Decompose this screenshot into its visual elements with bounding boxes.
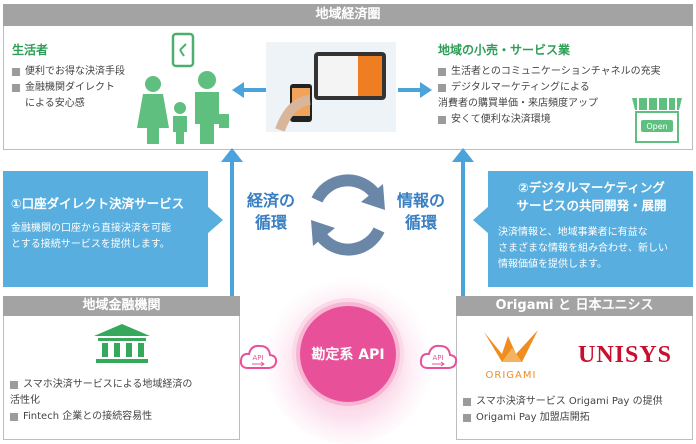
consumer-benefit-item: 便利でお得な決済手段: [12, 64, 152, 80]
right-box-pointer: [473, 206, 489, 234]
api-cloud-right-icon: API: [419, 344, 458, 369]
retail-benefits-list: 生活者とのコミュニケーションチャネルの充実 デジタルマーケティングによる 消費者…: [438, 64, 688, 128]
partners-service-item: Origami Pay 加盟店開拓: [463, 410, 691, 426]
digital-marketing-service-title-1: ②デジタルマーケティング: [518, 180, 665, 195]
bank-benefits-list: スマホ決済サービスによる地域経済の 活性化 Fintech 企業との接続容易性: [10, 377, 238, 425]
arrow-right-to-retail: [398, 82, 432, 98]
shop-open-sign: Open: [646, 122, 667, 131]
consumer-benefit-item-cont: による安心感: [25, 98, 85, 109]
information-cycle-label: 情報の循環: [396, 191, 445, 232]
digital-marketing-service-desc-2: さまざまな情報を組み合わせ、新しい: [498, 243, 668, 254]
svg-text:API: API: [432, 354, 443, 362]
digital-marketing-service-desc-1: 決済情報と、地域事業者に有益な: [498, 227, 648, 238]
digital-marketing-service-desc-3: 情報価値を提供します。: [498, 259, 607, 270]
partners-services-list: スマホ決済サービス Origami Pay の提供 Origami Pay 加盟…: [463, 394, 691, 426]
direct-payment-service-desc-1: 金融機関の口座から直接決済を可能: [11, 223, 171, 234]
arrow-up-left: [221, 148, 243, 296]
cycle-arrows-icon: [311, 174, 385, 256]
retail-benefit-item: 生活者とのコミュニケーションチャネルの充実: [438, 64, 688, 80]
regional-bank-header: 地域金融機関: [3, 296, 240, 316]
bank-benefit-item-cont: 活性化: [10, 395, 40, 406]
regional-economy-header: 地域経済圏: [3, 4, 693, 26]
core-banking-api-label: 勘定系 API: [311, 347, 385, 363]
partners-region: [456, 296, 693, 440]
arrow-up-right: [452, 148, 474, 296]
core-banking-api-circle: 勘定系 API: [296, 302, 400, 406]
api-cloud-left-icon: API: [239, 344, 278, 369]
arrow-left-to-consumer: [232, 82, 266, 98]
retail-benefit-item: デジタルマーケティングによる: [438, 80, 688, 96]
digital-marketing-service-box: ②デジタルマーケティング サービスの共同開発・展開 決済情報と、地域事業者に有益…: [488, 171, 693, 287]
smartphone-payment-photo: [266, 42, 396, 132]
origami-logo-icon: ORIGAMI: [484, 330, 538, 380]
consumer-title: 生活者: [12, 43, 49, 57]
left-box-pointer: [207, 206, 223, 234]
digital-marketing-service-title-2: サービスの共同開発・展開: [516, 198, 667, 213]
partners-service-item: スマホ決済サービス Origami Pay の提供: [463, 394, 691, 410]
retail-title: 地域の小売・サービス業: [438, 43, 571, 57]
bank-benefit-item: スマホ決済サービスによる地域経済の: [10, 377, 238, 393]
retail-benefit-item: 安くて便利な決済環境: [438, 112, 688, 128]
bank-building-icon: [94, 324, 150, 363]
regional-bank-region: [3, 296, 240, 440]
consumer-benefit-item: 金融機関ダイレクト: [12, 80, 152, 96]
family-icon: [137, 32, 229, 144]
shop-icon: Open: [632, 98, 682, 143]
bank-benefit-item: Fintech 企業との接続容易性: [10, 409, 238, 425]
svg-text:API: API: [252, 354, 263, 362]
unisys-logo: UNISYS: [577, 342, 673, 368]
direct-payment-service-box: ①口座ダイレクト決済サービス 金融機関の口座から直接決済を可能 とする接続サービ…: [3, 171, 208, 287]
direct-payment-service-title: ①口座ダイレクト決済サービス: [11, 196, 185, 211]
svg-text:ORIGAMI: ORIGAMI: [486, 370, 537, 380]
retail-benefit-item-cont: 消費者の購買単価・来店頻度アップ: [438, 98, 598, 109]
consumer-benefits-list: 便利でお得な決済手段 金融機関ダイレクト による安心感: [12, 64, 152, 112]
partners-header: Origami と 日本ユニシス: [456, 296, 693, 316]
economic-cycle-label: 経済の循環: [246, 191, 295, 232]
direct-payment-service-desc-2: とする接続サービスを提供します。: [11, 239, 170, 250]
